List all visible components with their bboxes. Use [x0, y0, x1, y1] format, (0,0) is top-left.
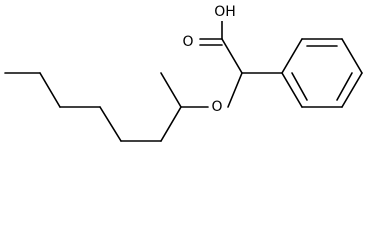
phenyl-bond-6	[281, 72, 303, 108]
bond-c4-c5	[99, 106, 122, 142]
carbonyl-oxygen-label: O	[182, 34, 193, 50]
hydroxyl-label: OH	[214, 4, 236, 20]
hydroxyl-label-background	[213, 3, 238, 21]
phenyl-bond-4	[341, 72, 363, 108]
ether-oxygen-label: O	[211, 99, 222, 115]
phenyl-bond-1	[281, 38, 303, 74]
phenyl-double-bond-inner-3	[291, 72, 308, 101]
ether-oxygen-label-background	[209, 98, 225, 116]
bond-c2-c3	[39, 72, 61, 108]
bond-c6-c7	[160, 106, 182, 142]
bond-alpha-carbon-carboxyl-carbon	[221, 38, 243, 74]
carbonyl-oxygen-label-background	[181, 33, 196, 51]
molecule-structure: OH O O	[4, 3, 363, 142]
phenyl-bond-3	[341, 38, 363, 74]
phenyl-double-bond-inner-2	[336, 72, 353, 101]
bond-ether-oxygen-alpha-carbon	[227, 72, 243, 108]
bond-c7-methyl	[160, 72, 182, 108]
